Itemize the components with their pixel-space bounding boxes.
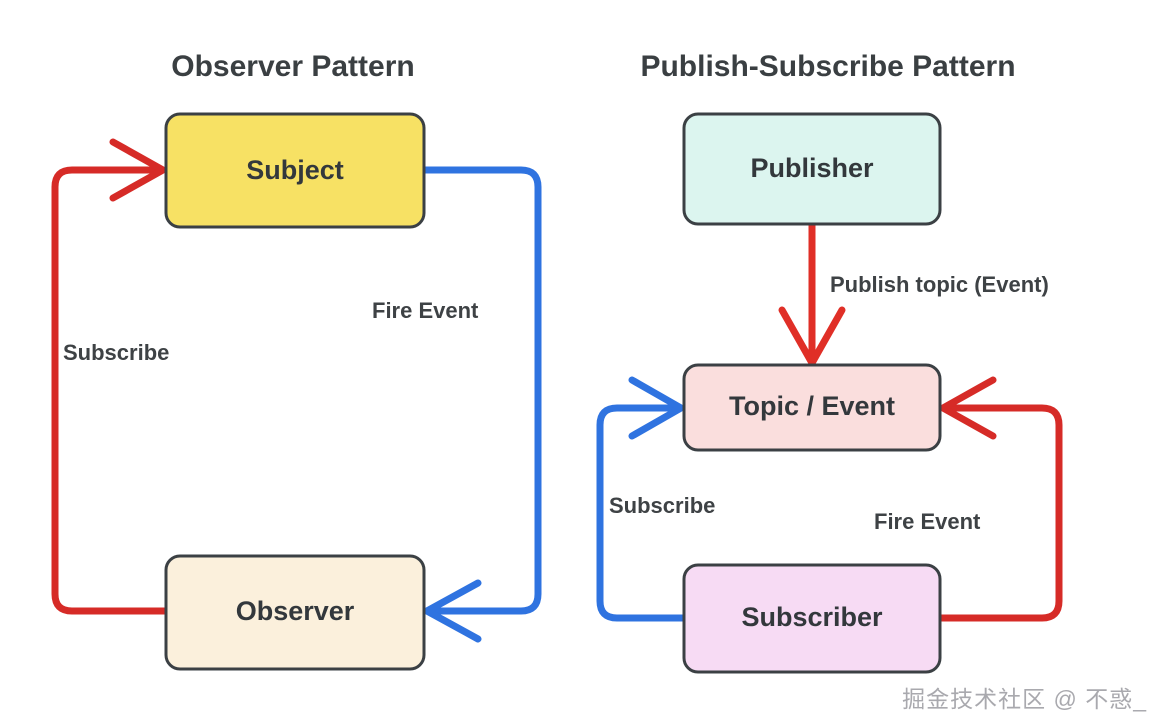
edge-subscribe-arrowhead	[109, 138, 167, 202]
node-subject-box	[164, 112, 426, 229]
edge-fire-event-2-path	[936, 404, 1063, 622]
edge-label-fire-event-2: Fire Event	[874, 509, 981, 534]
node-topic-event[interactable]: Topic / Event	[682, 363, 942, 452]
node-topic-event-box	[682, 363, 942, 452]
node-publisher[interactable]: Publisher	[682, 112, 942, 226]
edge-fire-event-arrowhead	[423, 579, 482, 643]
edge-fire-event-2-arrowhead	[939, 376, 997, 440]
node-subscriber-box	[682, 563, 942, 674]
edge-label-subscribe-2: Subscribe	[609, 493, 715, 518]
node-observer-box	[164, 554, 426, 671]
node-subscriber-label: Subscriber	[741, 602, 883, 632]
edge-subscribe-2-path	[596, 404, 688, 622]
panel-observer-pattern: Observer Pattern Subscribe Fire Event Su…	[51, 50, 542, 671]
node-publisher-label: Publisher	[750, 153, 874, 183]
panel-publish-subscribe-pattern: Publish-Subscribe Pattern Publish topic …	[596, 50, 1063, 674]
node-subject[interactable]: Subject	[164, 112, 426, 229]
node-subject-label: Subject	[246, 155, 344, 185]
watermark: 掘金技术社区 @ 不惑_	[902, 686, 1147, 712]
edge-subscribe-2-arrowhead	[628, 376, 685, 440]
edge-publish-topic-arrowhead	[778, 306, 846, 367]
node-topic-event-label: Topic / Event	[729, 391, 895, 421]
panel-title-observer: Observer Pattern	[171, 50, 414, 83]
edge-label-fire-event: Fire Event	[372, 298, 479, 323]
node-subscriber[interactable]: Subscriber	[682, 563, 942, 674]
panel-title-publish-subscribe: Publish-Subscribe Pattern	[640, 50, 1015, 83]
edge-label-subscribe: Subscribe	[63, 340, 169, 365]
edge-label-publish-topic: Publish topic (Event)	[830, 272, 1049, 297]
node-observer-label: Observer	[236, 596, 355, 626]
edge-subscribe-path	[51, 166, 170, 615]
node-observer[interactable]: Observer	[164, 554, 426, 671]
edge-fire-event-path	[420, 166, 542, 615]
node-publisher-box	[682, 112, 942, 226]
